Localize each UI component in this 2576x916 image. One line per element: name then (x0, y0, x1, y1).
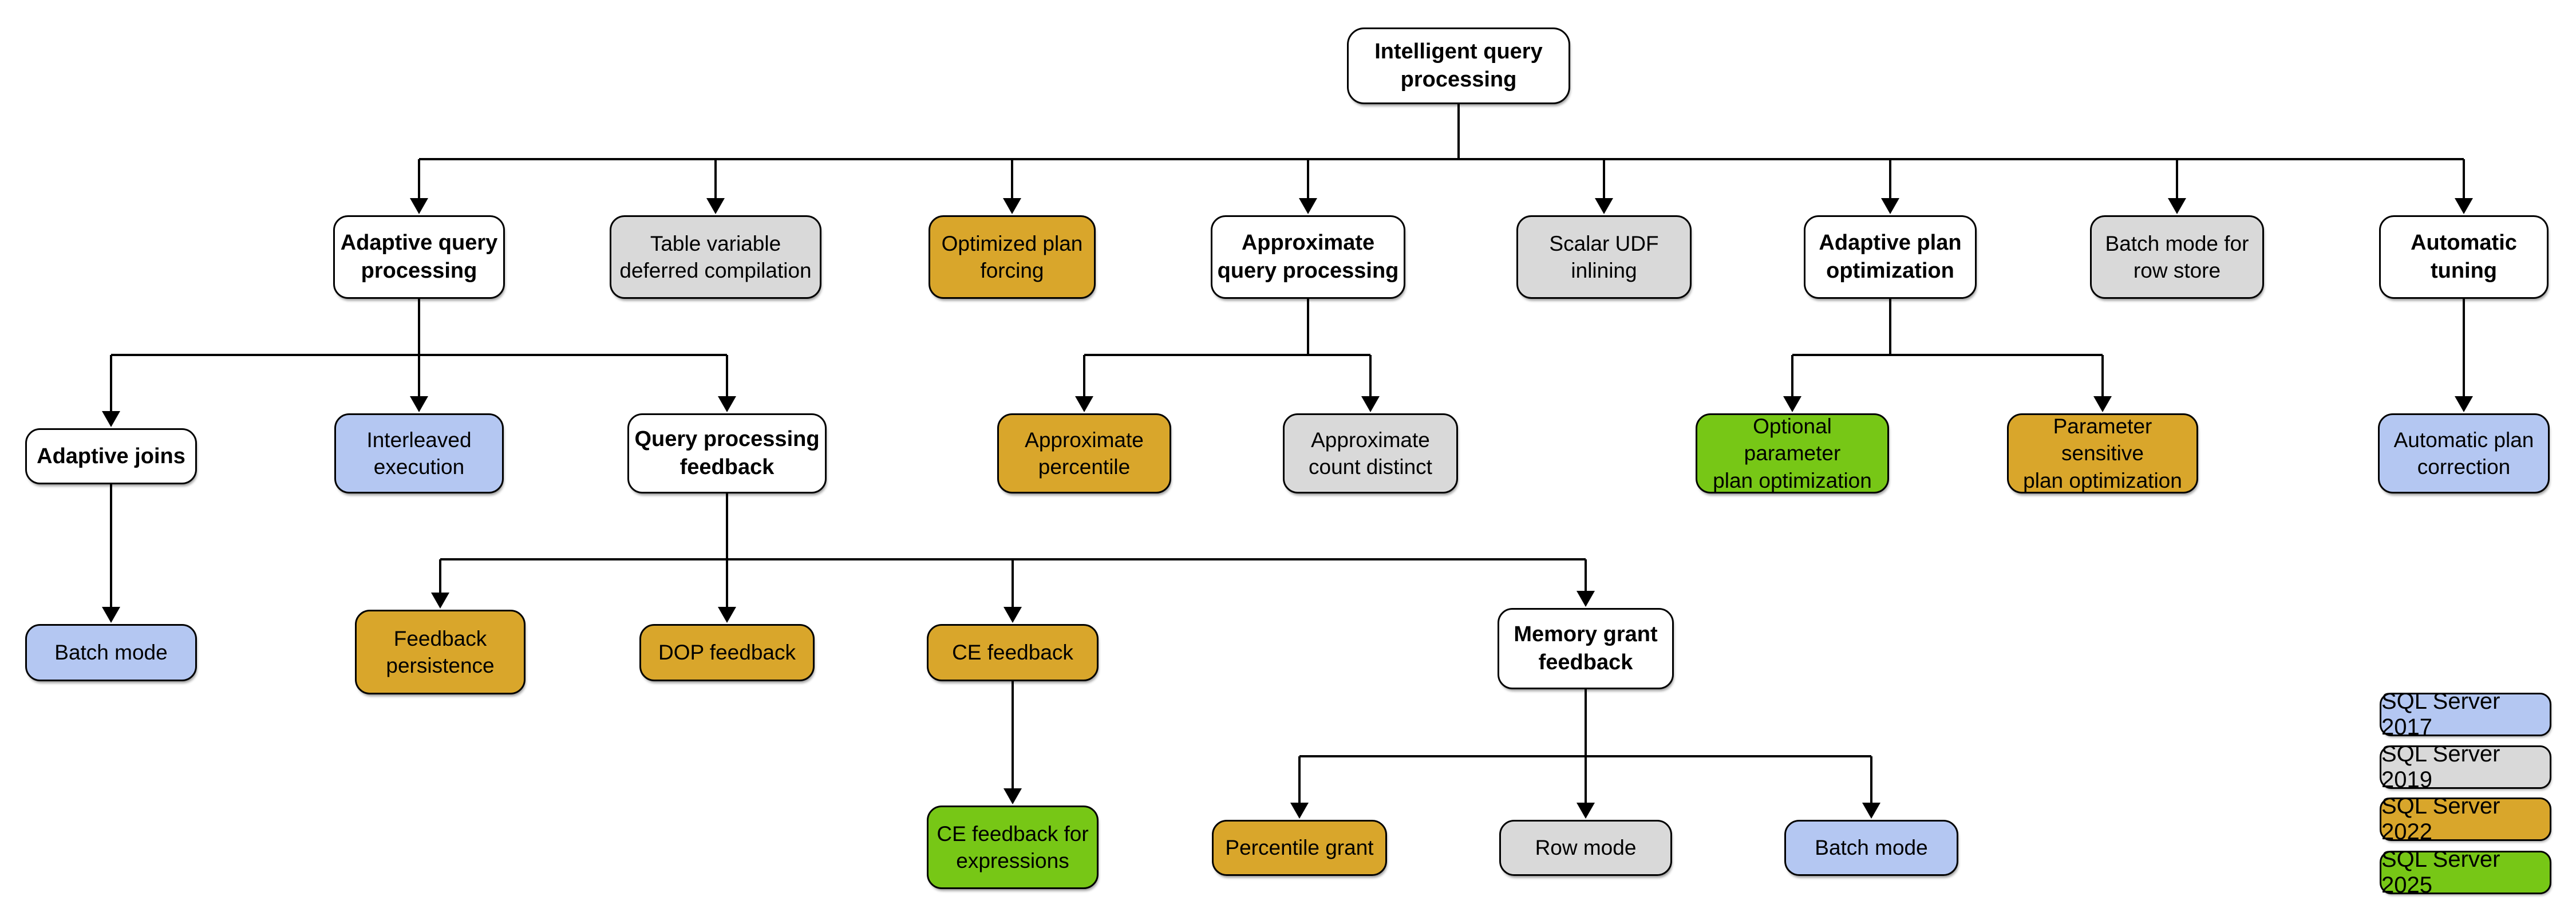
legend-item-sql-server-2019: SQL Server 2019 (2380, 741, 2551, 792)
node-ce-feedback-for-expressions: CE feedback for expressions (927, 806, 1099, 889)
node-batch-mode-for-row-store: Batch mode for row store (2090, 215, 2264, 299)
node-adaptive-query-processing: Adaptive query processing (333, 215, 505, 299)
node-feedback-persistence: Feedback persistence (355, 610, 526, 694)
node-approximate-query-processing: Approximate query processing (1211, 215, 1405, 299)
node-approximate-percentile: Approximate percentile (997, 413, 1171, 493)
legend-item-sql-server-2025: SQL Server 2025 (2380, 847, 2551, 898)
node-adaptive-joins: Adaptive joins (25, 428, 197, 484)
node-intelligent-query-processing: Intelligent query processing (1347, 27, 1570, 104)
legend-item-sql-server-2017: SQL Server 2017 (2380, 689, 2551, 740)
node-table-variable-deferred-compilation: Table variable deferred compilation (610, 215, 821, 299)
node-automatic-plan-correction: Automatic plan correction (2378, 413, 2550, 493)
node-batch-mode-adaptive-joins: Batch mode (25, 624, 197, 681)
node-automatic-tuning: Automatic tuning (2379, 215, 2549, 299)
node-batch-mode-memory-grant: Batch mode (1784, 820, 1958, 876)
node-dop-feedback: DOP feedback (639, 624, 815, 681)
node-memory-grant-feedback: Memory grant feedback (1498, 608, 1674, 689)
node-approximate-count-distinct: Approximate count distinct (1283, 413, 1458, 493)
node-row-mode: Row mode (1499, 820, 1672, 876)
node-optional-parameter-plan-optimization: Optional parameter plan optimization (1696, 413, 1889, 493)
node-scalar-udf-inlining: Scalar UDF inlining (1516, 215, 1692, 299)
node-interleaved-execution: Interleaved execution (334, 413, 504, 493)
node-parameter-sensitive-plan-optimization: Parameter sensitive plan optimization (2007, 413, 2198, 493)
node-adaptive-plan-optimization: Adaptive plan optimization (1804, 215, 1977, 299)
node-ce-feedback: CE feedback (927, 624, 1099, 681)
legend-item-sql-server-2022: SQL Server 2022 (2380, 793, 2551, 844)
node-optimized-plan-forcing: Optimized plan forcing (929, 215, 1096, 299)
node-percentile-grant: Percentile grant (1212, 820, 1387, 876)
node-query-processing-feedback: Query processing feedback (627, 413, 827, 493)
